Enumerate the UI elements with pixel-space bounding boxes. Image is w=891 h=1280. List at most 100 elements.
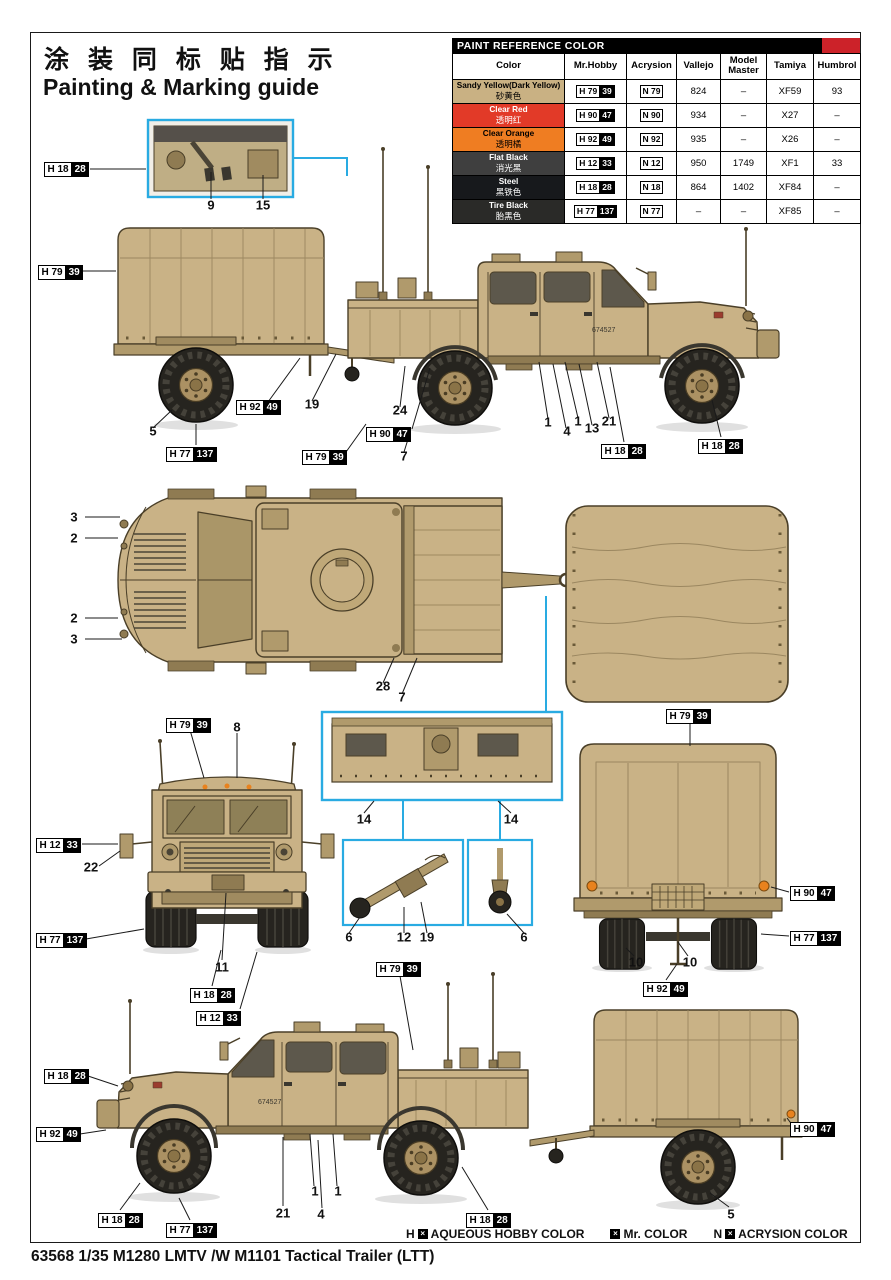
part-callout-number: 2	[70, 530, 78, 546]
vallejo-cell: 950	[676, 150, 721, 176]
part-callout-number: 5	[149, 423, 157, 439]
part-callout-number: 1	[544, 414, 552, 430]
black-box-symbol: ×	[610, 1229, 621, 1239]
legend-mr-color: × Mr. COLOR	[610, 1227, 687, 1241]
part-callout-number: 12	[396, 929, 412, 945]
part-callout-number: 19	[304, 396, 320, 412]
page-border-frame	[30, 32, 861, 1243]
acrysion-cell: N 92	[626, 126, 677, 152]
tamiya-cell: XF85	[766, 198, 814, 224]
part-callout-number: 1	[334, 1183, 342, 1199]
tamiya-cell: XF59	[766, 78, 814, 104]
page-title-chinese: 涂 装 同 标 贴 指 示	[44, 46, 339, 74]
vallejo-cell: 824	[676, 78, 721, 104]
part-callout-number: 13	[584, 420, 600, 436]
acrysion-cell: N 79	[626, 78, 677, 104]
side-view-truck-and-trailer: 674527	[113, 147, 780, 434]
part-callout-number: 4	[317, 1206, 325, 1222]
legend-aqueous-label: AQUEOUS HOBBY COLOR	[430, 1227, 585, 1241]
blue-connector-lines	[293, 157, 547, 839]
humbrol-cell: 93	[813, 78, 861, 104]
legend-aqueous: H× AQUEOUS HOBBY COLOR	[406, 1227, 584, 1241]
drawbar-detail-inset	[341, 838, 465, 927]
kit-title-footer: 63568 1/35 M1280 LMTV /W M1101 Tactical …	[31, 1248, 435, 1265]
part-callout-number: 21	[601, 413, 617, 429]
page-title-english: Painting & Marking guide	[43, 74, 320, 100]
vallejo-cell: 864	[676, 174, 721, 200]
model-master-cell: 1749	[720, 150, 767, 176]
part-callout-number: 1	[311, 1183, 319, 1199]
acrysion-cell: N 77	[626, 198, 677, 224]
model-master-cell: –	[720, 126, 767, 152]
part-callout-number: 10	[628, 954, 644, 970]
model-master-cell: –	[720, 198, 767, 224]
part-callout-number: 15	[255, 197, 271, 213]
part-callout-number: 14	[503, 811, 519, 827]
paint-code-chip: N 79	[639, 84, 664, 98]
legend-acrysion-label: ACRYSION COLOR	[738, 1227, 848, 1241]
acrysion-cell: N 90	[626, 102, 677, 128]
paint-code-chip: N 18	[639, 180, 664, 194]
black-box-symbol: ×	[417, 1229, 428, 1239]
black-box-symbol: ×	[725, 1229, 736, 1239]
paint-table-title-bar: PAINT REFERENCE COLOR	[452, 38, 860, 53]
humbrol-cell: –	[813, 126, 861, 152]
part-callout-number: 4	[563, 423, 571, 439]
color-swatch-cell: Sandy Yellow(Dark Yellow)砂黄色	[452, 78, 565, 104]
part-callout-number: 21	[275, 1205, 291, 1221]
part-callout-number: 10	[682, 954, 698, 970]
part-callout-number: 1	[574, 413, 582, 429]
legend-mr-color-label: Mr. COLOR	[623, 1227, 688, 1241]
callout-leader-lines	[79, 168, 794, 1221]
part-callout-number: 9	[207, 197, 215, 213]
color-system-legend: H× AQUEOUS HOBBY COLOR × Mr. COLOR N× AC…	[406, 1227, 848, 1241]
caster-wheel-detail-inset	[466, 838, 534, 927]
front-view-truck	[119, 739, 335, 954]
legend-n-symbol: N	[713, 1227, 723, 1241]
humbrol-cell: –	[813, 198, 861, 224]
red-accent-block	[822, 38, 860, 53]
legend-h-symbol: H	[406, 1227, 415, 1241]
part-callout-number: 7	[398, 689, 406, 705]
rear-bulkhead-detail-inset	[320, 710, 564, 802]
part-callout-number: 3	[70, 509, 78, 525]
part-callout-number: 19	[419, 929, 435, 945]
legend-acrysion: N× ACRYSION COLOR	[713, 1227, 847, 1241]
part-callout-number: 14	[356, 811, 372, 827]
part-callout-number: 8	[233, 719, 241, 735]
